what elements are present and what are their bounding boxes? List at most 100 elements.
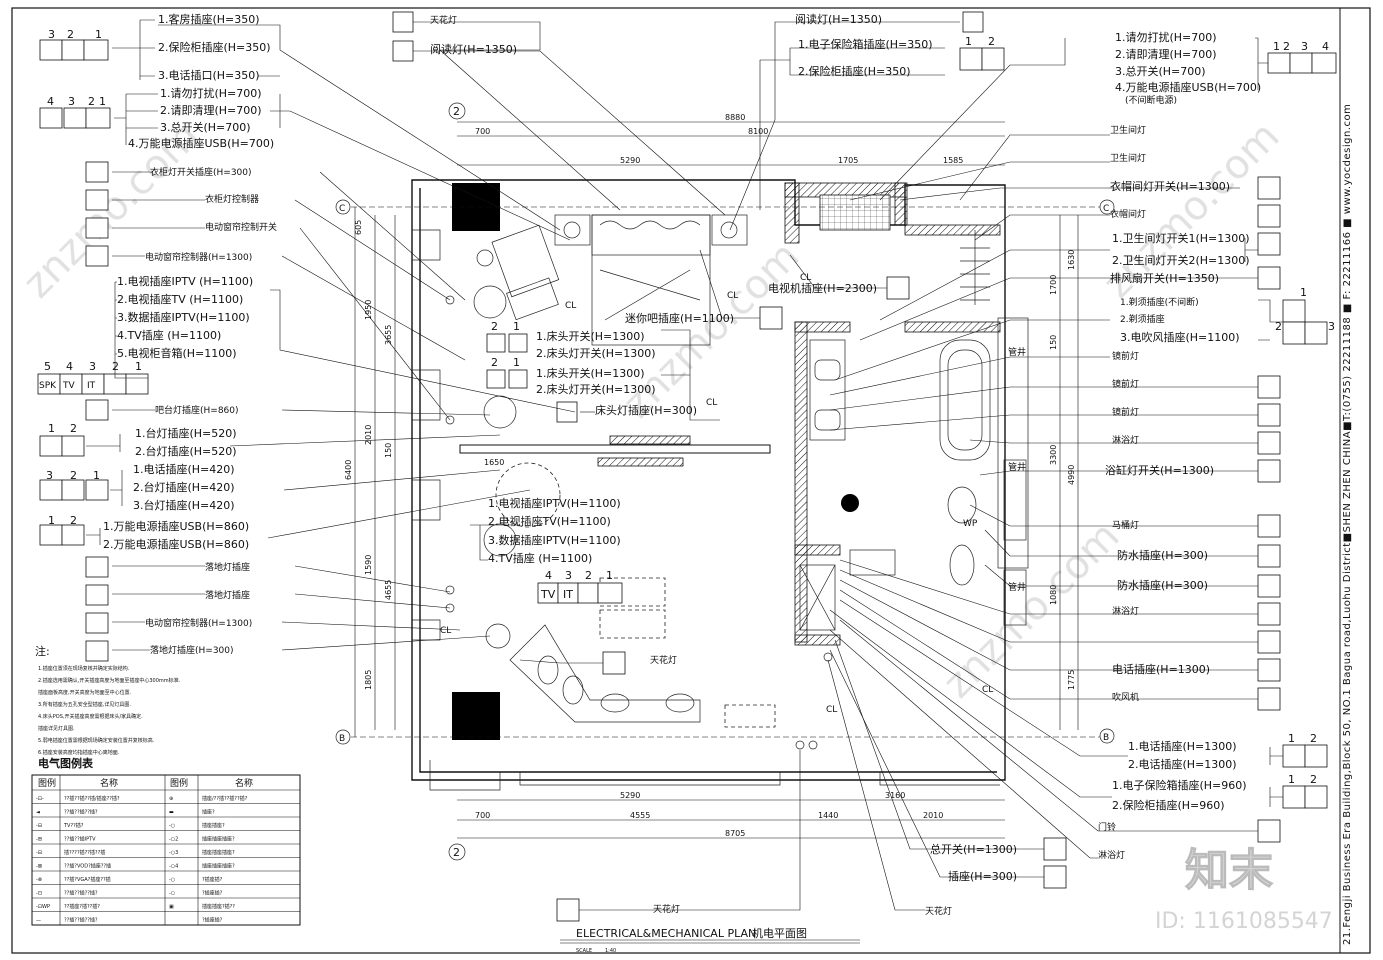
outer-wall-inner [419, 188, 997, 773]
wall-hatch-wardrobe [784, 182, 800, 244]
dim-inner-1650: 1650 [484, 458, 504, 467]
legend-cell: -⊡ [36, 891, 42, 897]
callout-right-17: 镜前灯 [1112, 406, 1139, 418]
bottom-wall-recesses [429, 760, 1000, 791]
dim-left-1590: 1590 [364, 555, 373, 575]
note-line-7: 6.插座安装高度均指插座中心离地面. [38, 749, 120, 756]
dim-bottom-5290: 5290 [620, 791, 640, 800]
basin-2 [814, 409, 841, 431]
dim-top-700: 700 [475, 127, 490, 136]
svg-text:2: 2 [988, 35, 995, 48]
callout-center-1: 阅读灯(H=1350) [430, 42, 517, 56]
legend-cell: -○4 [169, 864, 178, 870]
spk-label: SPK [39, 381, 57, 391]
vanity-small [849, 549, 896, 576]
window-left-4 [412, 619, 441, 641]
axis-bubble-b-left: B [335, 729, 351, 745]
wp-label: WP [963, 519, 978, 529]
callout-right-13: 2.剃须插座 [1120, 313, 1165, 325]
callout-right-4: (不间断电源) [1125, 94, 1177, 106]
callout-right-22: 防水插座(H=300) [1117, 578, 1208, 592]
basin-1 [814, 359, 841, 381]
legend-cell: — [36, 918, 41, 924]
floor-drain [841, 494, 859, 512]
legend-cell: ??插座?插??插? [64, 903, 100, 910]
callout-right-23: 淋浴灯 [1112, 605, 1139, 617]
callout-left-9: 电动窗帘控制开关 [205, 221, 277, 233]
toilet [947, 486, 977, 524]
legend-cell: -⊟ [36, 823, 42, 829]
watermark-logo: 知末 ID: 1161085547 [1155, 845, 1333, 935]
svg-text:2: 2 [112, 360, 119, 373]
tv-console [597, 457, 684, 467]
shower [799, 564, 836, 631]
svg-text:2: 2 [88, 95, 95, 108]
wardrobe-hangers [960, 230, 990, 305]
legend-cell: 插座插座? [202, 822, 225, 829]
svg-text:1: 1 [1288, 732, 1295, 745]
dim-left-2010: 2010 [364, 425, 373, 445]
callout-left-19: 1.电话插座(H=420) [133, 462, 235, 476]
window-left-3 [412, 479, 441, 521]
svg-text:2: 2 [67, 28, 74, 41]
note-line-3: 3.所有插座为五孔安全型插座,详见灯具图. [38, 701, 131, 708]
wall-hatch-bath-top [794, 321, 851, 333]
callout-left-18: 2.台灯插座(H=520) [135, 444, 237, 458]
note-line-4: 4.床头POS,开关插座高度需根据床头/家具确定. [38, 713, 143, 720]
svg-text:3: 3 [68, 95, 75, 108]
sheet-border [11, 7, 1371, 954]
note-line-2: 插座面板高度,开关高度为地面至中心位置. [38, 689, 132, 696]
partition-desk [459, 444, 771, 454]
dim-left-4655: 4655 [384, 580, 393, 600]
svg-text:2: 2 [1283, 40, 1290, 53]
callout-center-15: 4.TV插座 (H=1100) [488, 551, 592, 565]
dim-right-4990: 4990 [1067, 465, 1076, 485]
floor-plan: 管井 管井 管井 CL CL CL CL CL CL CL WP 21 21 T… [411, 179, 1029, 791]
legend-cell: ??插??插??插? [64, 917, 98, 924]
bathtub [939, 339, 991, 461]
svg-text:4: 4 [66, 360, 73, 373]
callout-right-29: 2.保险柜插座(H=960) [1112, 798, 1225, 812]
window-left-2 [412, 369, 441, 421]
legend-cell: ?插座插? [202, 876, 223, 883]
callout-center-12: 1.电视插座IPTV(H=1100) [488, 496, 621, 510]
callout-left-25: 落地灯插座 [205, 589, 250, 601]
dim-right-1700: 1700 [1049, 275, 1058, 295]
callout-right-7: 衣帽间灯开关(H=1300) [1110, 179, 1230, 193]
notes-lead: 注: [35, 644, 50, 658]
vanity-counter [809, 339, 846, 441]
dim-right-1630: 1630 [1067, 250, 1076, 270]
round-table [483, 395, 517, 429]
dim-bottom-2010: 2010 [923, 811, 943, 820]
wall-hatch-bath-left [794, 321, 808, 643]
legend-cell: -⊠ [36, 864, 42, 870]
dim-left-1950: 1950 [364, 300, 373, 320]
svg-text:3: 3 [89, 360, 96, 373]
callout-right-12: 1.剃须插座(不间断) [1120, 296, 1199, 308]
svg-text:2: 2 [585, 569, 592, 582]
legend-cell: -○3 [169, 850, 178, 856]
callout-right-24: 电话插座(H=1300) [1112, 662, 1210, 676]
callout-center-0: 天花灯 [430, 14, 457, 26]
svg-text:3: 3 [1301, 40, 1308, 53]
callout-left-20: 2.台灯插座(H=420) [133, 480, 235, 494]
legend-cell: -⊞ [36, 837, 42, 843]
callout-center-16: 天花灯 [650, 654, 677, 666]
legend-cell: 插座插座?插?? [202, 903, 235, 910]
callout-left-23: 2.万能电源插座USB(H=860) [103, 537, 249, 551]
axis-label-c-right: C [1103, 204, 1109, 214]
axis-bubble-b-right: B [1099, 728, 1115, 744]
callout-right-3: 4.万能电源插座USB(H=700) [1115, 80, 1261, 94]
callout-right-16: 镜前灯 [1112, 378, 1139, 390]
legend-cell: -○ [169, 891, 175, 897]
callout-right-10: 2.卫生间灯开关2(H=1300) [1112, 253, 1250, 267]
lounge-chair [491, 224, 560, 298]
callout-left-13: 3.数据插座IPTV(H=1100) [117, 310, 250, 324]
callout-right-5: 卫生间灯 [1110, 124, 1146, 136]
svg-text:1: 1 [48, 514, 55, 527]
svg-text:5: 5 [44, 360, 51, 373]
dimensions-top: 8880 8100 700 5290 1705 1585 [457, 113, 1005, 166]
